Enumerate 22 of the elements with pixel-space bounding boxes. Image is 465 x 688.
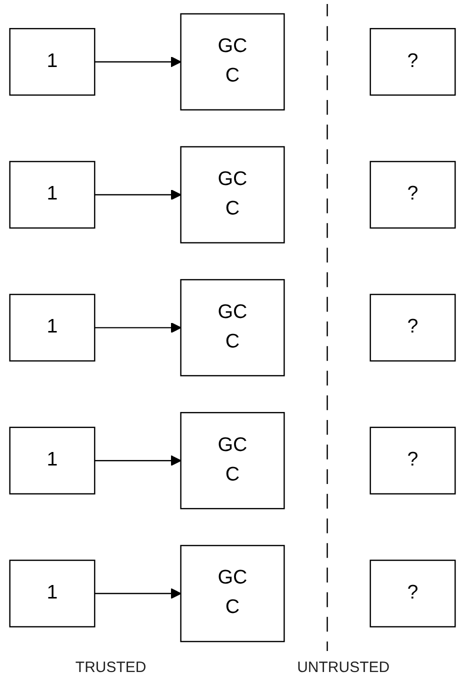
arrow (94, 189, 182, 200)
node-box: GC C (180, 278, 285, 376)
node-box: 1 (9, 28, 96, 96)
node-box: 1 (9, 560, 96, 628)
node-box: 1 (9, 160, 96, 228)
node-box: ? (370, 160, 456, 228)
column-label: UNTRUSTED (297, 659, 390, 676)
node-box: GC C (180, 146, 285, 244)
node-box: ? (370, 28, 456, 96)
node-box: GC C (180, 544, 285, 642)
node-box: GC C (180, 412, 285, 510)
arrow (94, 455, 182, 466)
node-box: 1 (9, 294, 96, 362)
arrow (94, 588, 182, 599)
node-box: 1 (9, 426, 96, 494)
arrow (94, 322, 182, 333)
node-box: ? (370, 560, 456, 628)
node-box: ? (370, 294, 456, 362)
column-label: TRUSTED (75, 659, 146, 676)
node-box: GC C (180, 13, 285, 110)
arrow (94, 56, 182, 68)
node-box: ? (370, 426, 456, 494)
